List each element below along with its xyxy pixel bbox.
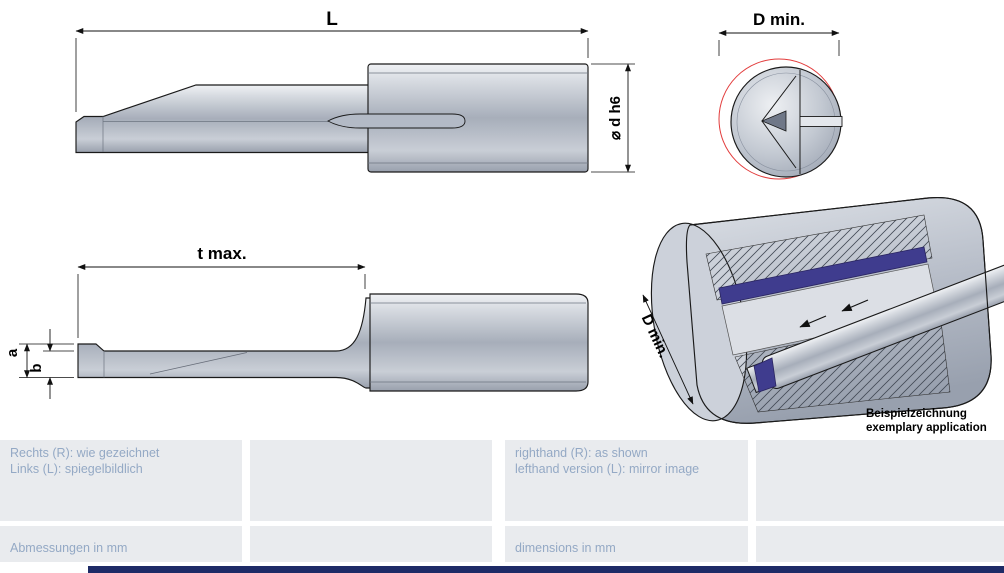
- side-view-tool-neck: [75, 84, 373, 154]
- cutting-tip-face: [760, 110, 787, 132]
- note-panel-blank-1: [250, 440, 492, 521]
- units-en: dimensions in mm: [515, 541, 616, 555]
- cutting-insert: [753, 357, 777, 393]
- workpiece-outline: [685, 196, 992, 424]
- note-panels: Rechts (R): wie gezeichnet Links (L): sp…: [0, 440, 1004, 562]
- clamp-slot: [327, 113, 466, 129]
- feed-arrow: [799, 315, 827, 328]
- units-panel-blank-1: [250, 526, 492, 562]
- dimension-line-D-min-3d: [642, 294, 694, 405]
- dim-label-D-min: D min.: [753, 10, 805, 29]
- note-panel-en: [505, 440, 748, 521]
- top-view-tool-neck: [77, 297, 375, 389]
- side-view: L ⌀ d h6: [75, 9, 635, 173]
- dim-label-t-max: t max.: [197, 244, 246, 263]
- caption-de: Beispielzeichnung: [866, 408, 967, 420]
- note-panel-blank-2: [756, 440, 1004, 521]
- top-view-shank: [369, 293, 589, 392]
- relief-grind-line: [149, 352, 248, 375]
- units-panel-blank-2: [756, 526, 1004, 562]
- units-de: Abmessungen in mm: [10, 541, 127, 555]
- feed-arrow: [841, 299, 869, 312]
- dim-label-L: L: [326, 9, 338, 30]
- application-view: D min. Beispielzeichnung exemplary appli…: [638, 196, 1004, 434]
- top-view: t max. a b: [4, 244, 589, 399]
- caption-en: exemplary application: [866, 422, 987, 434]
- note-en-line1: righthand (R): as shown: [515, 446, 648, 460]
- note-de-line2: Links (L): spiegelbildlich: [10, 462, 143, 476]
- footer-bar: [88, 566, 1004, 573]
- dim-label-b: b: [28, 363, 45, 372]
- dim-label-d-h6: ⌀ d h6: [607, 96, 624, 140]
- end-view: D min.: [718, 10, 843, 180]
- dim-label-a: a: [4, 348, 21, 357]
- machined-groove: [718, 246, 928, 305]
- units-panel-en: [505, 526, 748, 562]
- section-hatch-upper: [705, 214, 933, 301]
- units-panel-de: [0, 526, 242, 562]
- note-de-line1: Rechts (R): wie gezeichnet: [10, 446, 160, 460]
- clamp-slit: [799, 116, 843, 127]
- note-panel-de: [0, 440, 242, 521]
- note-en-line2: lefthand version (L): mirror image: [515, 462, 699, 476]
